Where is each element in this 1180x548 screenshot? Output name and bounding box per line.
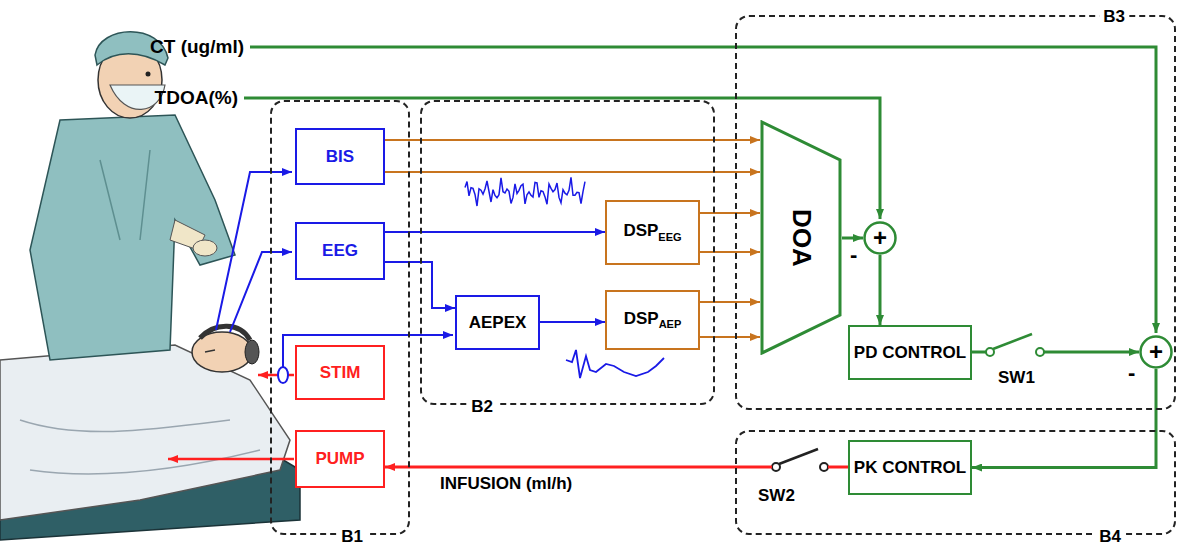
- signal-name: CT (ug/ml): [150, 36, 244, 58]
- sign-label: -: [850, 242, 857, 268]
- signal-connector: [385, 466, 848, 469]
- operator-sign: +: [873, 226, 887, 250]
- box-text: DSPAEP: [624, 309, 682, 331]
- box-text: BIS: [326, 147, 354, 167]
- group-region: B2DSPEEGAEPEXDSPAEP: [420, 100, 715, 405]
- group-label: B1: [337, 527, 367, 547]
- group-label: B2: [467, 397, 497, 417]
- patient-figure: [0, 326, 300, 540]
- controller-box: PD CONTROL: [848, 325, 972, 380]
- box-label: PUMP: [315, 449, 364, 468]
- box-label: EEG: [322, 241, 358, 260]
- actuator-box: PUMP: [295, 430, 385, 488]
- signal-connector: [385, 231, 605, 233]
- box-label: DSP: [623, 221, 658, 240]
- electrode-wire: [230, 252, 292, 332]
- box-label: PK CONTROL: [854, 458, 966, 477]
- box-label: DSP: [624, 309, 659, 328]
- infusion-arrow: [168, 458, 294, 461]
- signal-connector: [700, 212, 760, 214]
- signal-connector: [700, 336, 760, 338]
- block-label: DOA: [786, 209, 817, 267]
- controller-box: PK CONTROL: [848, 440, 972, 495]
- signal-connector: [972, 351, 1139, 354]
- signal-connector: [385, 139, 760, 141]
- box-label: PD CONTROL: [854, 343, 966, 362]
- extractor-box: AEPEX: [455, 295, 540, 350]
- sign-label: -: [1128, 360, 1135, 386]
- monitor-box: EEG: [295, 222, 385, 280]
- signal-connector: [842, 237, 863, 240]
- group-region: B3DOA+PD CONTROL+: [735, 15, 1176, 410]
- dsp-box: DSPAEP: [605, 290, 700, 350]
- box-label: AEPEX: [469, 313, 527, 332]
- surgeon-figure: [30, 32, 235, 360]
- signal-name: TDOA(%): [155, 87, 238, 109]
- actuator-box: STIM: [295, 345, 385, 400]
- ear-sensor: [278, 367, 288, 383]
- box-text: STIM: [320, 363, 361, 383]
- subscript: AEP: [659, 318, 682, 330]
- aep-waveform: [566, 350, 664, 378]
- group-region: B1BISEEGSTIMPUMP: [270, 100, 410, 535]
- box-label: BIS: [326, 147, 354, 166]
- edge-label: INFUSION (ml/h): [440, 474, 572, 494]
- operator-sign: +: [1149, 340, 1163, 364]
- box-label: STIM: [320, 363, 361, 382]
- switch-symbol: [986, 334, 1044, 356]
- summing-junction: +: [1139, 335, 1173, 369]
- switch-symbol: [772, 449, 828, 471]
- switch-name: SW2: [758, 486, 795, 506]
- box-text: PUMP: [315, 449, 364, 469]
- box-text: EEG: [322, 241, 358, 261]
- box-text: PD CONTROL: [854, 343, 966, 363]
- signal-connector: [879, 255, 882, 325]
- signal-connector: [700, 251, 760, 253]
- doa-trapezoid: DOA: [760, 120, 842, 355]
- signal-connector: [385, 171, 760, 173]
- signal-connector: [700, 301, 760, 303]
- summing-junction: +: [863, 221, 897, 255]
- dsp-box: DSPEEG: [605, 200, 700, 265]
- signal-connector: [540, 321, 605, 323]
- group-region: B4PK CONTROL: [735, 430, 1176, 535]
- box-text: AEPEX: [469, 313, 527, 333]
- group-label: B4: [1095, 527, 1125, 547]
- group-label: B3: [1099, 7, 1129, 27]
- monitor-box: BIS: [295, 128, 385, 185]
- switch-name: SW1: [998, 368, 1035, 388]
- eeg-waveform: [465, 177, 585, 206]
- reference-line: [250, 47, 1156, 333]
- box-text: DSPEEG: [623, 221, 681, 243]
- box-text: PK CONTROL: [854, 458, 966, 478]
- subscript: EEG: [658, 231, 681, 243]
